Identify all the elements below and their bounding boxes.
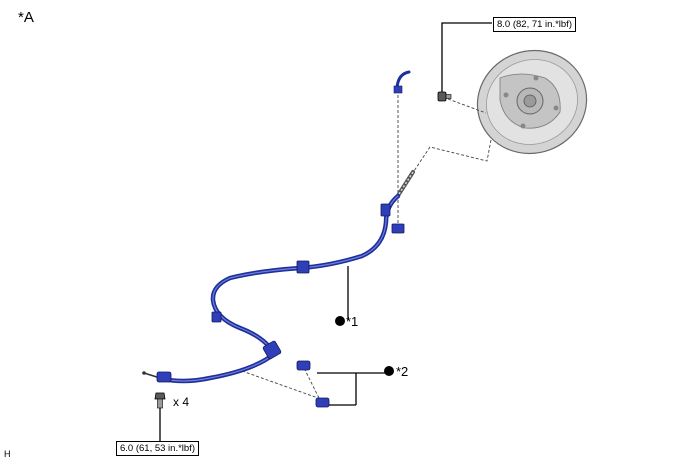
cable-clamps [156, 203, 405, 408]
callout-label-1: *1 [346, 314, 359, 329]
bolt-quantity-label: x 4 [173, 395, 190, 409]
bolt-icon [437, 91, 452, 102]
brake-backing-plate [476, 49, 588, 155]
cable-retainer-clip [393, 70, 411, 94]
callout-dot-1 [335, 316, 345, 326]
illustration-code: H [4, 449, 11, 459]
leader-lines [159, 22, 492, 441]
view-label: *A [18, 9, 34, 26]
bolt-icon-lower [154, 392, 166, 409]
cable-end-fitting [397, 170, 415, 196]
callout-dot-2 [384, 366, 394, 376]
torque-spec-bottom: 6.0 (61, 53 in.*lbf) [116, 441, 199, 456]
parking-brake-cable [142, 193, 401, 384]
torque-spec-top: 8.0 (82, 71 in.*lbf) [493, 17, 576, 32]
callout-label-2: *2 [396, 364, 409, 379]
